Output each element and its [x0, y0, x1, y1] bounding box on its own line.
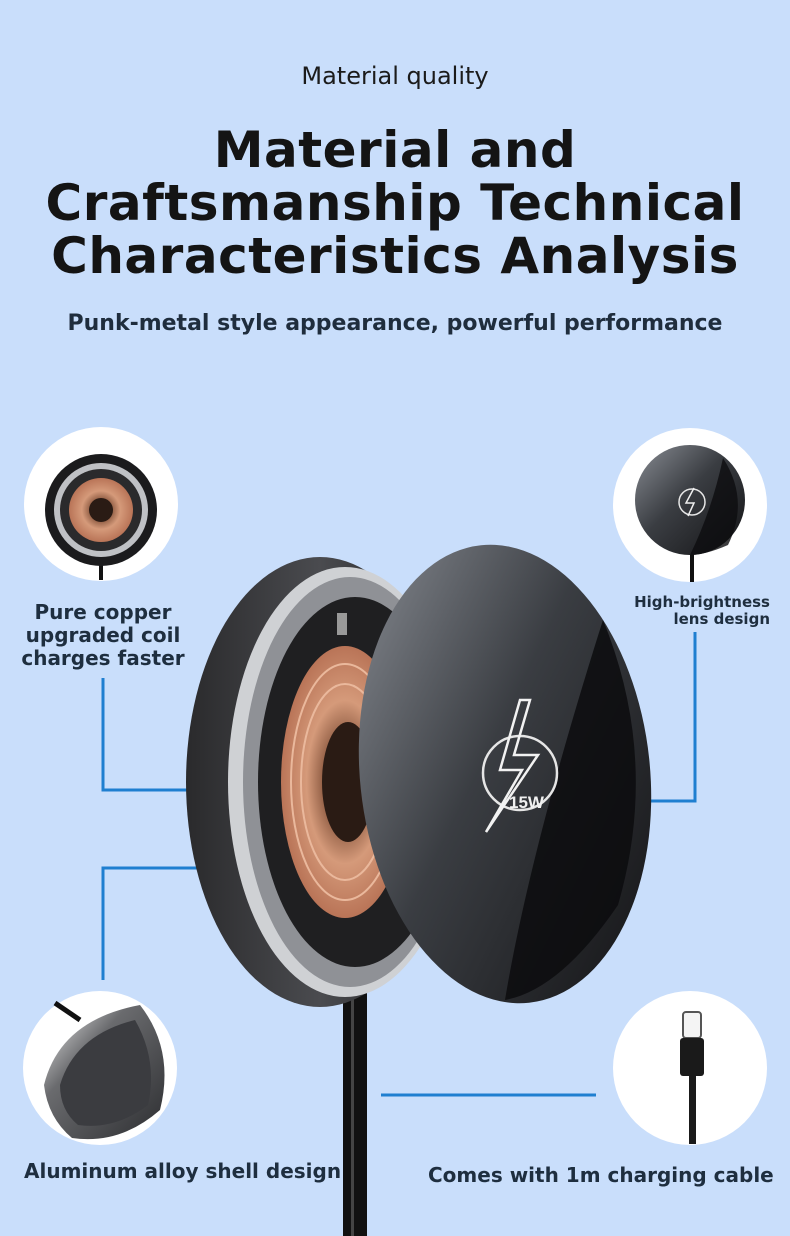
detail-circle-aluminum — [23, 991, 177, 1145]
feature-label-lens: High-brightness lens design — [600, 594, 770, 628]
lens-line-2: lens design — [673, 610, 770, 628]
feature-label-cable: Comes with 1m charging cable — [428, 1163, 774, 1187]
detail-circle-lens — [613, 428, 767, 582]
detail-circle-copper — [24, 427, 178, 581]
copper-line-3: charges faster — [21, 646, 185, 670]
glass-lens: 15W — [358, 544, 652, 1004]
main-cable — [343, 990, 367, 1236]
feature-label-aluminum: Aluminum alloy shell design — [24, 1159, 342, 1183]
copper-line-2: upgraded coil — [25, 623, 181, 647]
detail-circle-cable — [613, 991, 767, 1145]
feature-label-copper: Pure copper upgraded coil charges faster — [20, 601, 186, 670]
copper-line-1: Pure copper — [34, 600, 172, 624]
page-title: Material and Craftsmanship Technical Cha… — [0, 124, 790, 283]
eyebrow-text: Material quality — [301, 62, 489, 90]
callout-line-aluminum — [101, 866, 212, 980]
title-line-3: Characteristics Analysis — [51, 227, 739, 285]
lens-badge: 15W — [509, 793, 545, 812]
title-line-1: Material and — [213, 121, 577, 179]
title-line-2: Craftsmanship Technical — [45, 174, 745, 232]
page-subtitle: Punk-metal style appearance, powerful pe… — [67, 311, 723, 336]
lens-line-1: High-brightness — [634, 593, 770, 611]
